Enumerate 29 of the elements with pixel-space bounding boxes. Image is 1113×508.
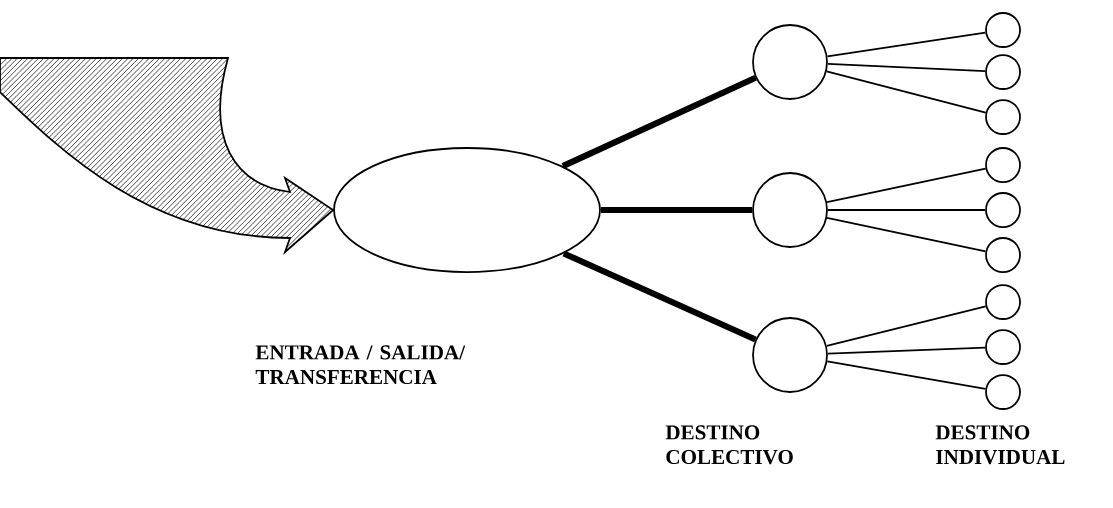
connector-line [825,70,987,114]
connector-line [826,62,987,73]
connector-line [827,209,986,211]
circle-node [752,317,828,393]
text-label: ENTRADA / SALIDA/ TRANSFERENCIA [255,345,466,385]
connector-line [826,31,987,58]
connector-line [826,360,987,390]
circle-node [985,99,1021,135]
circle-node [985,54,1021,90]
connector-line [826,216,987,253]
circle-node [985,12,1021,48]
circle-node [985,147,1021,183]
circle-node [985,192,1021,228]
text-label: DESTINO INDIVIDUAL [935,425,1065,465]
circle-node [985,374,1021,410]
circle-node [752,24,828,100]
ellipse-node [333,147,601,273]
connector-line [825,305,987,347]
circle-node [985,237,1021,273]
connector-line [600,206,753,214]
connector-line [826,167,987,204]
circle-node [985,284,1021,320]
circle-node [752,172,828,248]
text-label: DESTINO COLECTIVO [665,425,793,465]
connector-line [827,346,987,355]
circle-node [985,329,1021,365]
hatched-arrow [0,57,334,253]
connector-line [561,75,757,169]
connector-line [562,250,757,343]
